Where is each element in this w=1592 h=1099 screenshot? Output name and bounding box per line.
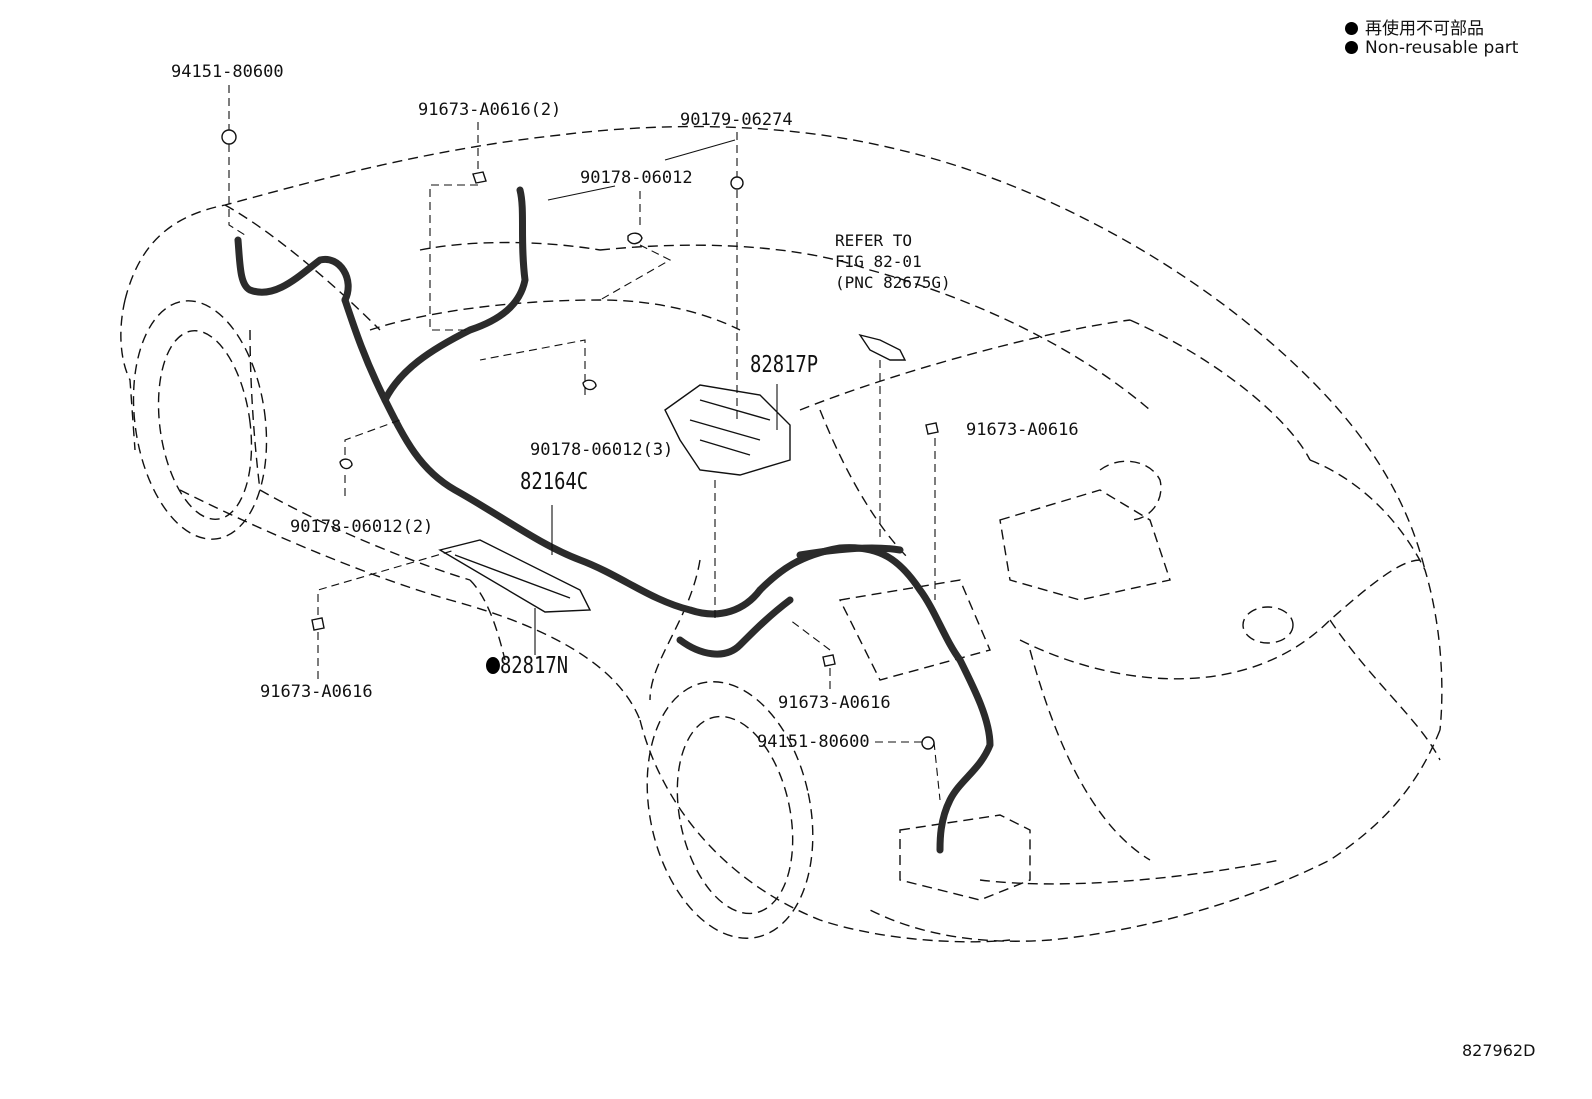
part-label-90178-06012-2: 90178-06012(2) (290, 517, 434, 537)
part-label-94151-80600-bottom: 94151-80600 (757, 732, 870, 752)
part-label-91673-a0616-left: 91673-A0616 (260, 682, 373, 702)
legend-line-2: Non-reusable part (1345, 38, 1518, 58)
non-reusable-dot-icon (486, 657, 500, 674)
legend-text-2: Non-reusable part (1365, 38, 1519, 58)
part-label-82817n: 82817N (486, 655, 568, 678)
legend-text-1: 再使用不可部品 (1365, 19, 1484, 39)
part-label-82164c: 82164C (520, 469, 589, 495)
non-reusable-dot-icon (1345, 22, 1358, 35)
callout-lines (534, 139, 778, 655)
car-body-outline (120, 125, 1443, 943)
leader-lines (228, 85, 941, 801)
part-label-90178-06012: 90178-06012 (580, 168, 693, 188)
figure-code: 827962D (1462, 1041, 1536, 1060)
part-label-90178-06012-3: 90178-06012(3) (530, 440, 674, 460)
part-label-82817n-text: 82817N (499, 653, 569, 679)
trunk-components (838, 460, 1294, 901)
part-label-91673-a0616-right: 91673-A0616 (966, 420, 1079, 440)
pad-covers (438, 333, 907, 613)
refer-note: REFER TO FIG 82-01 (PNC 82675G) (835, 231, 951, 292)
part-label-94151-80600-top: 94151-80600 (171, 62, 284, 82)
part-label-90179-06274: 90179-06274 (680, 110, 793, 130)
legend-line-1: 再使用不可部品 (1345, 14, 1484, 39)
wheels (132, 300, 814, 939)
part-label-91673-a0616-2-top: 91673-A0616(2) (418, 100, 562, 120)
wire-harness (234, 186, 994, 854)
part-label-82817p: 82817P (750, 352, 819, 378)
part-label-91673-a0616-bottom: 91673-A0616 (778, 693, 891, 713)
non-reusable-dot-icon (1345, 41, 1358, 54)
